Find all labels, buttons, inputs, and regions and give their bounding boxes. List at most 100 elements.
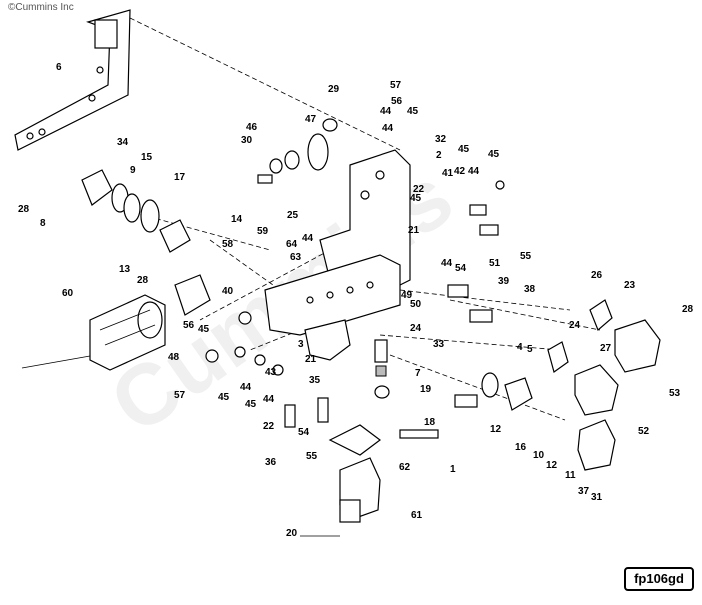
copyright-text: ©Cummins Inc xyxy=(8,2,74,13)
callout-45: 45 xyxy=(488,149,500,160)
callout-9: 9 xyxy=(130,165,136,176)
callout-44: 44 xyxy=(468,166,480,177)
callout-54: 54 xyxy=(455,263,467,274)
callout-61: 61 xyxy=(411,510,423,521)
callout-55: 55 xyxy=(520,251,532,262)
callout-47: 47 xyxy=(305,114,317,125)
callout-26: 26 xyxy=(591,270,603,281)
callout-10: 10 xyxy=(533,450,545,461)
part-filter-head xyxy=(300,424,381,537)
callout-21: 21 xyxy=(408,225,420,236)
part-left-fittings xyxy=(205,311,329,428)
callout-40: 40 xyxy=(222,286,234,297)
part-fittings-right xyxy=(447,180,505,323)
callout-41: 41 xyxy=(442,168,454,179)
callout-33: 33 xyxy=(433,339,445,350)
callout-44: 44 xyxy=(302,233,314,244)
callout-52: 52 xyxy=(638,426,650,437)
callout-20: 20 xyxy=(286,528,298,539)
callout-12: 12 xyxy=(490,424,502,435)
callout-19: 19 xyxy=(420,384,432,395)
callout-12: 12 xyxy=(546,460,558,471)
diagram-code-label: fp106gd xyxy=(624,567,694,591)
callout-54: 54 xyxy=(298,427,310,438)
callout-44: 44 xyxy=(382,123,394,134)
callout-22: 22 xyxy=(263,421,275,432)
callout-48: 48 xyxy=(168,352,180,363)
part-front-cover-seals xyxy=(81,169,211,316)
callout-60: 60 xyxy=(62,288,74,299)
callout-8: 8 xyxy=(40,218,46,229)
callout-45: 45 xyxy=(458,144,470,155)
callout-45: 45 xyxy=(407,106,419,117)
callout-28: 28 xyxy=(18,204,30,215)
part-center-valves xyxy=(374,339,499,439)
callout-43: 43 xyxy=(265,367,277,378)
callout-31: 31 xyxy=(591,492,603,503)
callout-15: 15 xyxy=(141,152,153,163)
callout-4: 4 xyxy=(517,342,523,353)
callout-32: 32 xyxy=(435,134,447,145)
callout-29: 29 xyxy=(328,84,340,95)
callout-49: 49 xyxy=(401,290,413,301)
part-actuators xyxy=(504,299,661,471)
callout-38: 38 xyxy=(524,284,536,295)
callout-1: 1 xyxy=(450,464,456,475)
callout-55: 55 xyxy=(306,451,318,462)
callout-23: 23 xyxy=(624,280,636,291)
callout-44: 44 xyxy=(441,258,453,269)
callout-64: 64 xyxy=(286,239,298,250)
callout-18: 18 xyxy=(424,417,436,428)
callout-25: 25 xyxy=(287,210,299,221)
callout-45: 45 xyxy=(218,392,230,403)
callout-51: 51 xyxy=(489,258,501,269)
callout-3: 3 xyxy=(298,339,304,350)
part-main-housing xyxy=(264,149,411,361)
callout-5: 5 xyxy=(527,344,533,355)
callout-27: 27 xyxy=(600,343,612,354)
callout-45: 45 xyxy=(410,193,422,204)
callout-42: 42 xyxy=(454,166,466,177)
callout-57: 57 xyxy=(174,390,186,401)
callout-14: 14 xyxy=(231,214,243,225)
callout-28: 28 xyxy=(137,275,149,286)
callout-36: 36 xyxy=(265,457,277,468)
callout-63: 63 xyxy=(290,252,302,263)
callout-44: 44 xyxy=(380,106,392,117)
callout-11: 11 xyxy=(565,470,576,481)
callout-45: 45 xyxy=(198,324,210,335)
callout-28: 28 xyxy=(682,304,694,315)
callout-7: 7 xyxy=(415,368,421,379)
callout-53: 53 xyxy=(669,388,681,399)
callout-39: 39 xyxy=(498,276,510,287)
callout-13: 13 xyxy=(119,264,131,275)
callout-6: 6 xyxy=(56,62,62,73)
callout-44: 44 xyxy=(240,382,252,393)
callout-22: 22 xyxy=(413,184,425,195)
callout-62: 62 xyxy=(399,462,411,473)
callout-2: 2 xyxy=(436,150,442,161)
part-gasket-plate xyxy=(14,9,131,151)
callout-45: 45 xyxy=(245,399,257,410)
callout-44: 44 xyxy=(263,394,275,405)
callout-35: 35 xyxy=(309,375,321,386)
callout-58: 58 xyxy=(222,239,234,250)
part-gear-pump xyxy=(21,294,166,371)
callout-50: 50 xyxy=(410,299,422,310)
callout-24: 24 xyxy=(569,320,581,331)
callout-34: 34 xyxy=(117,137,129,148)
callout-56: 56 xyxy=(183,320,195,331)
callout-16: 16 xyxy=(515,442,527,453)
callout-21: 21 xyxy=(305,354,317,365)
part-gear-set xyxy=(257,118,338,184)
callout-17: 17 xyxy=(174,172,186,183)
callout-46: 46 xyxy=(246,122,258,133)
callout-56: 56 xyxy=(391,96,403,107)
callout-24: 24 xyxy=(410,323,422,334)
callout-30: 30 xyxy=(241,135,253,146)
callout-59: 59 xyxy=(257,226,269,237)
callout-37: 37 xyxy=(578,486,590,497)
